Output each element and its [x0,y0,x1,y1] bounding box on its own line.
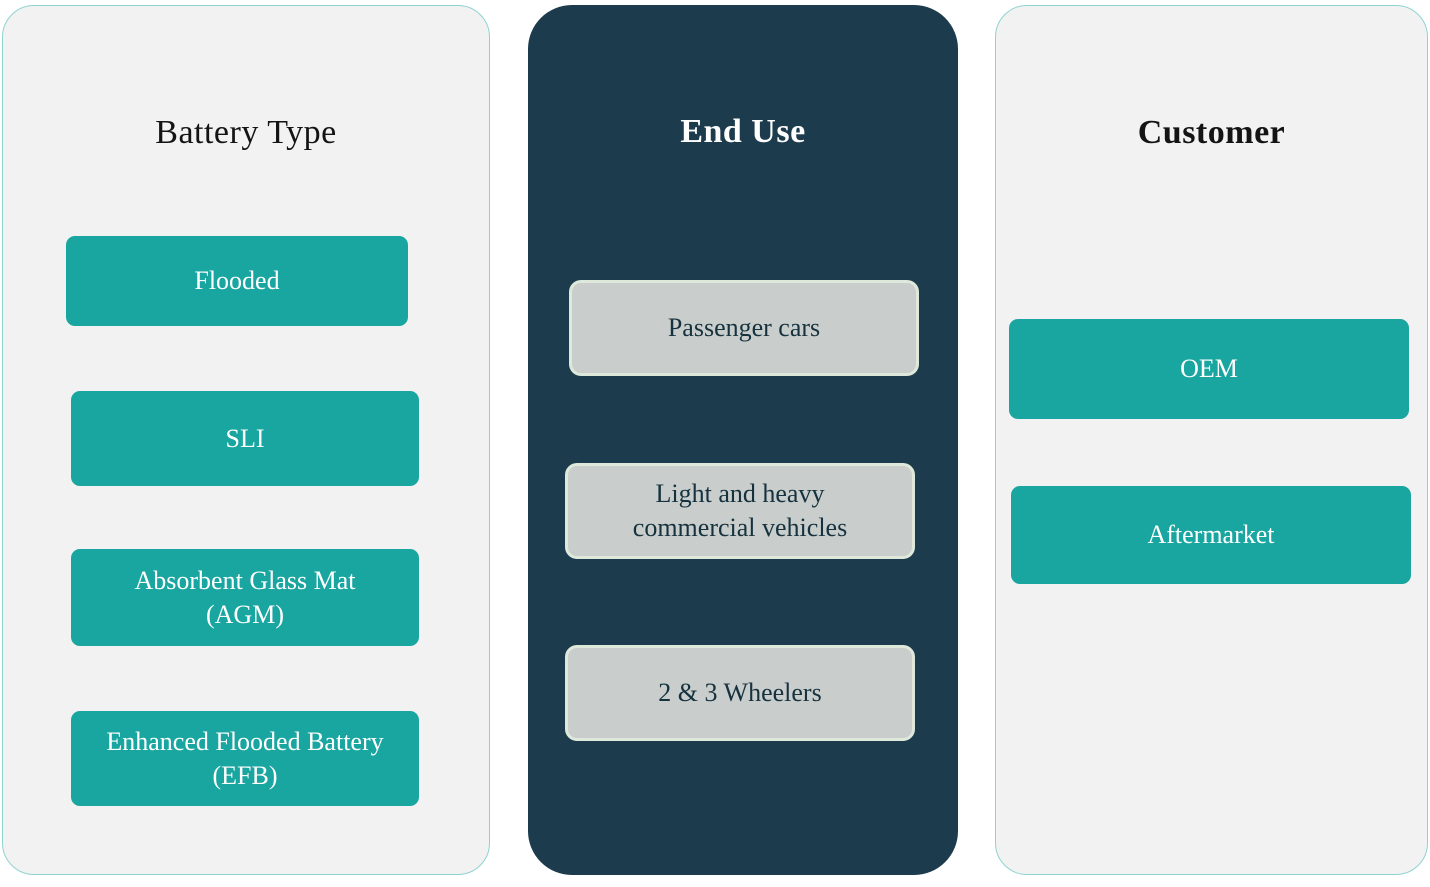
end-use-item-passenger-cars: Passenger cars [569,280,919,376]
battery-type-item-efb: Enhanced Flooded Battery (EFB) [71,711,419,806]
battery-type-item-agm: Absorbent Glass Mat (AGM) [71,549,419,646]
customer-item-aftermarket: Aftermarket [1011,486,1411,584]
end-use-item-2-3-wheelers: 2 & 3 Wheelers [565,645,915,741]
end-use-title: End Use [680,113,806,150]
end-use-item-commercial-vehicles: Light and heavy commercial vehicles [565,463,915,559]
customer-title: Customer [1137,114,1286,151]
customer-item-oem: OEM [1009,319,1409,419]
battery-type-item-sli: SLI [71,391,419,486]
customer-panel: Customer OEM Aftermarket [995,5,1428,875]
battery-type-panel: Battery Type Flooded SLI Absorbent Glass… [2,5,490,875]
battery-type-title: Battery Type [155,114,337,151]
battery-type-item-flooded: Flooded [66,236,408,326]
end-use-panel: End Use Passenger cars Light and heavy c… [528,5,958,875]
